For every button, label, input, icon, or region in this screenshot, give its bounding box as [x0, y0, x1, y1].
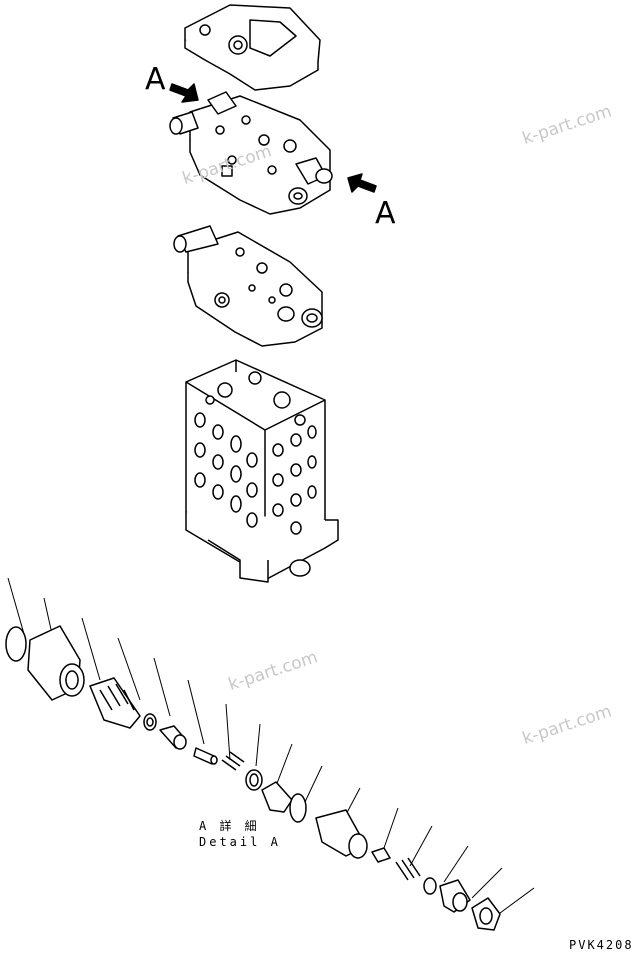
drawing-code: PVK4208	[569, 938, 634, 952]
main-valve-body	[185, 359, 339, 583]
top-cover-plate	[184, 4, 321, 91]
detail-a-parts	[5, 577, 535, 931]
middle-valve-section	[173, 225, 323, 347]
view-arrow-left-label: A	[145, 62, 166, 97]
upper-valve-section	[169, 91, 333, 215]
view-arrow-right-label: A	[375, 196, 396, 231]
detail-caption-en: Detail A	[199, 835, 281, 849]
detail-caption: A 詳 細 Detail A	[199, 818, 281, 850]
view-arrow-left	[169, 83, 199, 103]
view-arrow-right	[347, 173, 377, 193]
detail-caption-jp: A 詳 細	[199, 819, 260, 833]
